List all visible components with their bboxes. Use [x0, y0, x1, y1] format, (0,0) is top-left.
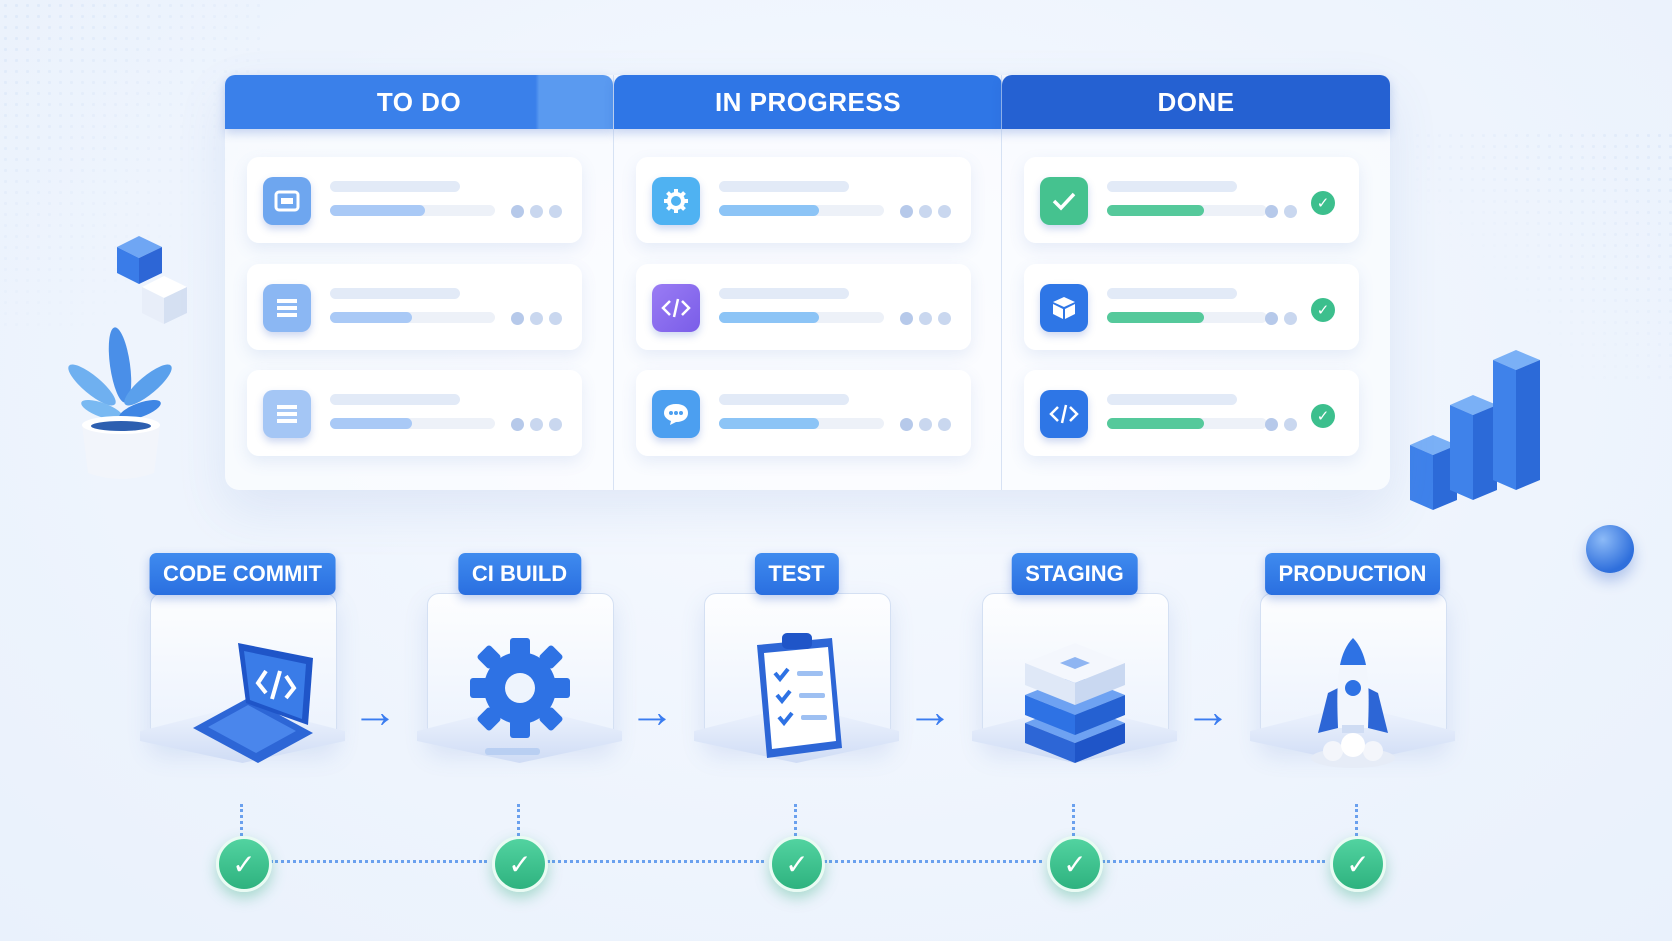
column-title: TO DO	[225, 75, 613, 129]
list-icon	[263, 390, 311, 438]
server-stack-icon	[1024, 643, 1125, 763]
task-card[interactable]	[247, 264, 582, 350]
bars-decoration	[1410, 350, 1540, 510]
task-card[interactable]: ✓	[1024, 370, 1359, 456]
more-icon[interactable]	[511, 312, 562, 325]
check-circle-icon: ✓	[1330, 836, 1386, 892]
sphere-decoration	[1586, 525, 1634, 573]
arrow-right-icon: →	[1185, 685, 1231, 737]
stage-staging[interactable]: STAGING	[972, 553, 1177, 803]
check-circle-icon: ✓	[492, 836, 548, 892]
more-icon[interactable]	[511, 418, 562, 431]
dot-pattern	[1412, 130, 1672, 380]
stage-label: PRODUCTION	[1264, 553, 1441, 595]
more-icon[interactable]	[1265, 418, 1297, 431]
arrow-right-icon: →	[352, 685, 398, 737]
stage-label: CI BUILD	[457, 553, 582, 595]
check-circle-icon: ✓	[1047, 836, 1103, 892]
check-icon	[1040, 177, 1088, 225]
cubes-decoration	[117, 236, 187, 324]
layout-icon	[263, 177, 311, 225]
kanban-board: TO DO IN PROGRESS	[225, 75, 1390, 490]
more-icon[interactable]	[1265, 205, 1297, 218]
task-card[interactable]	[636, 370, 971, 456]
clipboard-checklist-icon	[756, 633, 842, 758]
laptop-code-icon	[192, 643, 313, 763]
cube-icon	[1040, 284, 1088, 332]
column-title: IN PROGRESS	[614, 75, 1002, 129]
check-circle-icon: ✓	[1311, 298, 1335, 322]
more-icon[interactable]	[900, 418, 951, 431]
code-icon	[1040, 390, 1088, 438]
arrow-right-icon: →	[629, 685, 675, 737]
column-done: DONE ✓ ✓ ✓	[1001, 75, 1390, 490]
task-card[interactable]	[247, 370, 582, 456]
plant-decoration	[68, 327, 172, 479]
check-circle-icon: ✓	[1311, 191, 1335, 215]
rocket-icon	[1310, 638, 1395, 768]
more-icon[interactable]	[900, 205, 951, 218]
task-card[interactable]: ✓	[1024, 157, 1359, 243]
task-card[interactable]	[247, 157, 582, 243]
stage-label: STAGING	[1011, 553, 1138, 595]
code-icon	[652, 284, 700, 332]
stage-label: TEST	[754, 553, 839, 595]
gear-icon	[469, 638, 570, 755]
check-circle-icon: ✓	[1311, 404, 1335, 428]
check-circle-icon: ✓	[216, 836, 272, 892]
gear-icon	[652, 177, 700, 225]
stage-ci-build[interactable]: CI BUILD	[417, 553, 622, 803]
task-card[interactable]	[636, 157, 971, 243]
check-circle-icon: ✓	[769, 836, 825, 892]
stage-test[interactable]: TEST	[694, 553, 899, 803]
task-card[interactable]: ✓	[1024, 264, 1359, 350]
stage-production[interactable]: PRODUCTION	[1250, 553, 1455, 803]
column-title: DONE	[1002, 75, 1390, 129]
column-in-progress: IN PROGRESS	[613, 75, 1002, 490]
more-icon[interactable]	[900, 312, 951, 325]
more-icon[interactable]	[511, 205, 562, 218]
chat-icon	[652, 390, 700, 438]
list-icon	[263, 284, 311, 332]
more-icon[interactable]	[1265, 312, 1297, 325]
stage-code-commit[interactable]: CODE COMMIT	[140, 553, 345, 803]
stage-label: CODE COMMIT	[149, 553, 336, 595]
arrow-right-icon: →	[907, 685, 953, 737]
column-todo: TO DO	[225, 75, 613, 490]
task-card[interactable]	[636, 264, 971, 350]
